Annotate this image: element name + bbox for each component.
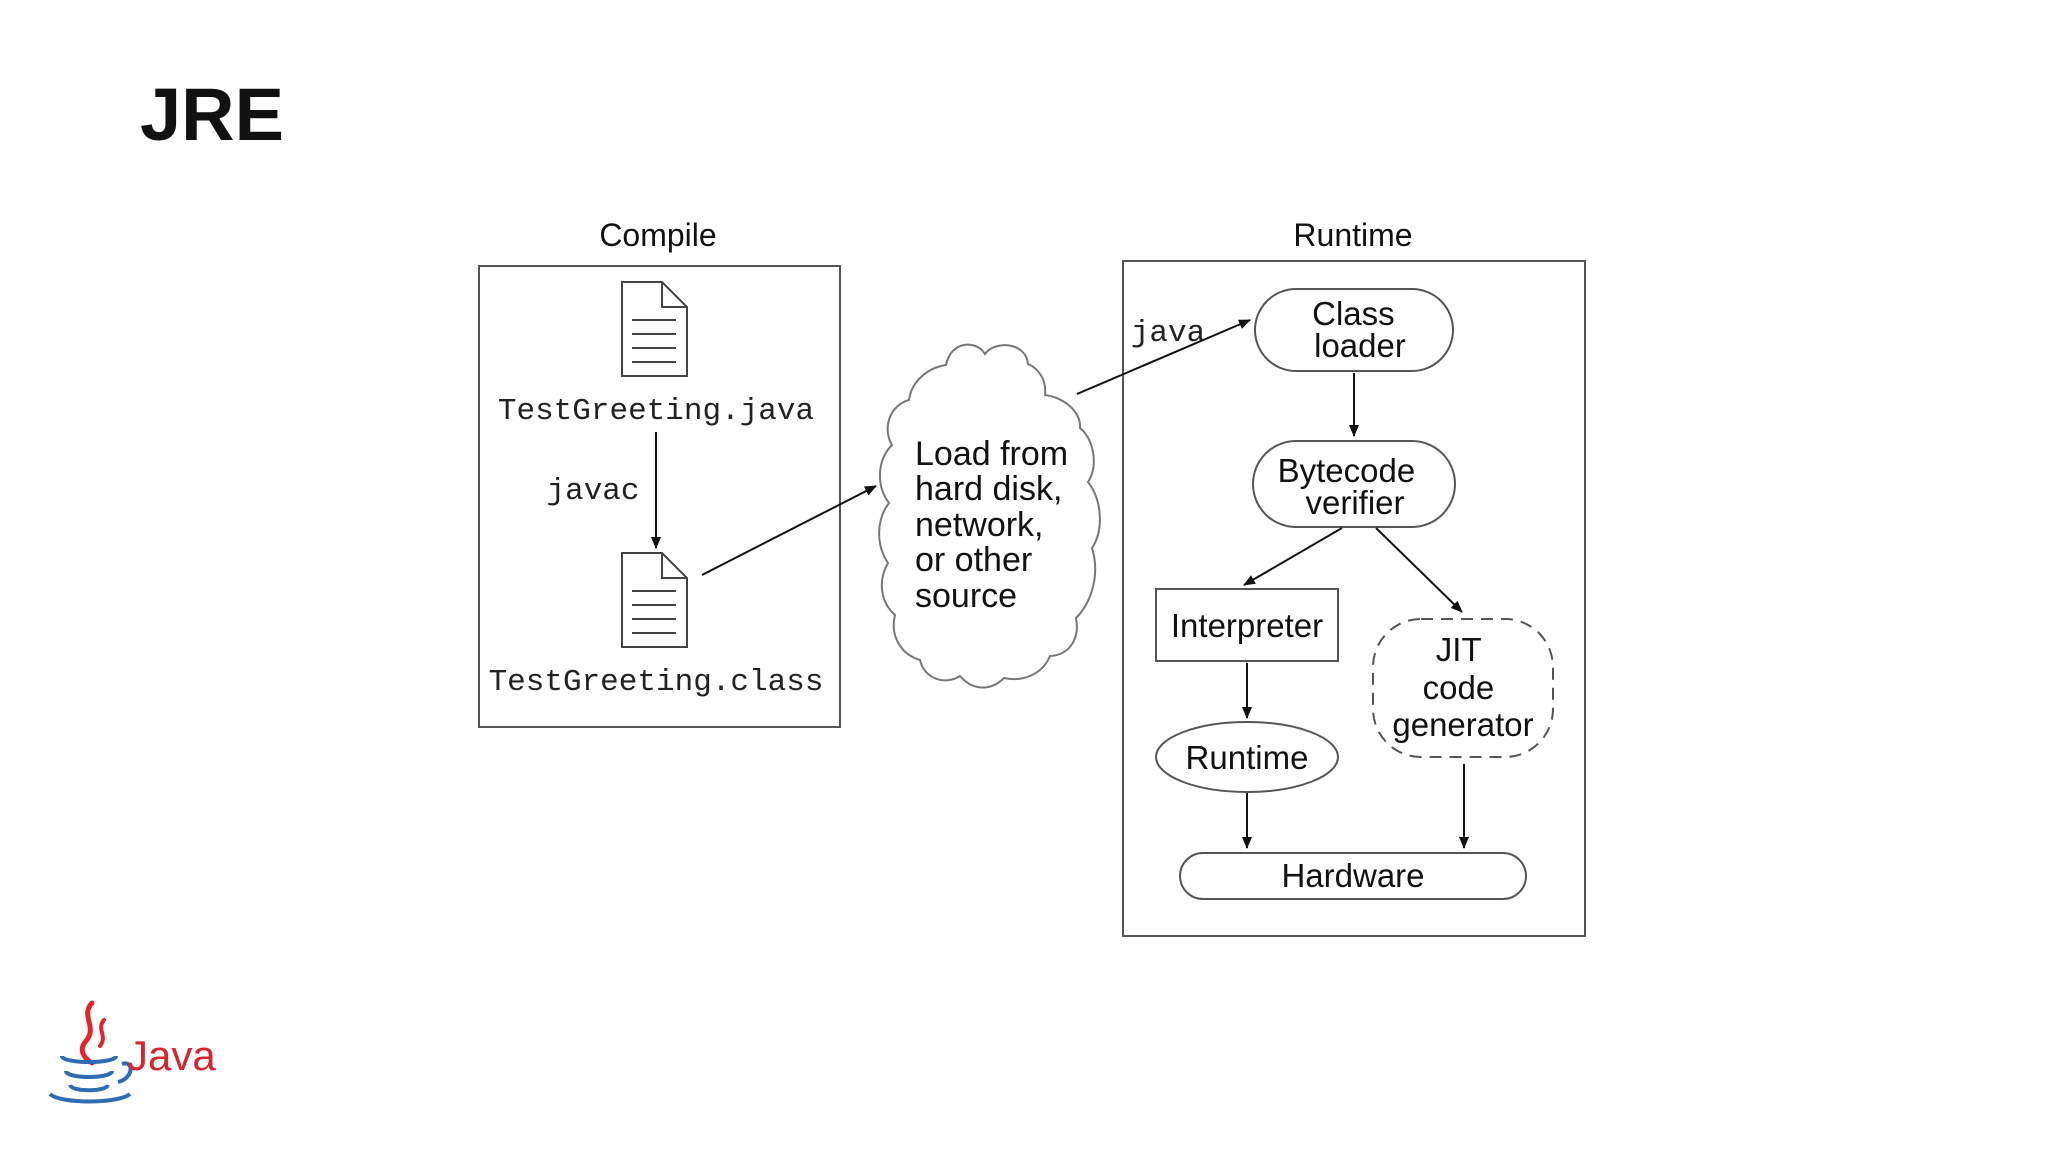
java-coffee-cup-icon xyxy=(48,1000,133,1104)
java-logo: Java xyxy=(48,1000,216,1104)
jit-line: code xyxy=(1423,669,1495,706)
cloud-line: network, xyxy=(915,506,1044,544)
hardware-node xyxy=(1179,852,1527,900)
compile-panel xyxy=(478,265,841,728)
runtime-node xyxy=(1155,721,1339,793)
verifier-to-jit-arrow xyxy=(1375,527,1463,613)
jit-label: JIT code generator xyxy=(1392,631,1533,743)
runtime-heading: Runtime xyxy=(1293,217,1412,253)
slide-title: JRE xyxy=(140,73,284,156)
jit-code-generator-node xyxy=(1372,618,1554,758)
interpreter-label: Interpreter xyxy=(1171,607,1323,644)
bytecode-verifier-node xyxy=(1252,440,1456,528)
cloud-line: or other xyxy=(915,541,1032,579)
class-loader-node xyxy=(1254,288,1454,372)
class-file-icon xyxy=(621,552,688,648)
bytecode-verifier-label: Bytecode verifier xyxy=(1278,452,1425,521)
verifier-to-interpreter-arrow xyxy=(1243,527,1343,586)
bytecode-verifier-line: Bytecode xyxy=(1278,452,1416,489)
cloud-line: source xyxy=(915,577,1017,615)
interpreter-node xyxy=(1155,588,1339,662)
runtime-label: Runtime xyxy=(1186,739,1309,776)
cloud-line: Load from xyxy=(915,435,1068,473)
source-file-label: TestGreeting.java xyxy=(498,394,814,429)
load-source-cloud xyxy=(878,343,1101,689)
runtime-panel xyxy=(1122,260,1586,937)
class-loader-label: Class loader xyxy=(1312,295,1406,364)
java-wordmark: Java xyxy=(127,1032,216,1079)
java-label: java xyxy=(1131,316,1205,351)
class-loader-line: Class xyxy=(1312,295,1395,332)
hardware-label: Hardware xyxy=(1281,857,1424,894)
cloud-text: Load from hard disk, network, or other s… xyxy=(915,435,1078,615)
source-file-icon xyxy=(621,281,688,377)
cloud-line: hard disk, xyxy=(915,470,1062,508)
class-to-cloud-arrow xyxy=(701,485,877,576)
java-launch-arrow xyxy=(1076,319,1251,395)
compile-heading: Compile xyxy=(599,217,716,253)
bytecode-verifier-line: verifier xyxy=(1305,484,1404,521)
class-file-label: TestGreeting.class xyxy=(489,665,824,700)
class-loader-line: loader xyxy=(1314,327,1406,364)
jit-line: JIT xyxy=(1436,631,1482,668)
javac-label: javac xyxy=(546,474,639,509)
jit-line: generator xyxy=(1392,706,1533,743)
